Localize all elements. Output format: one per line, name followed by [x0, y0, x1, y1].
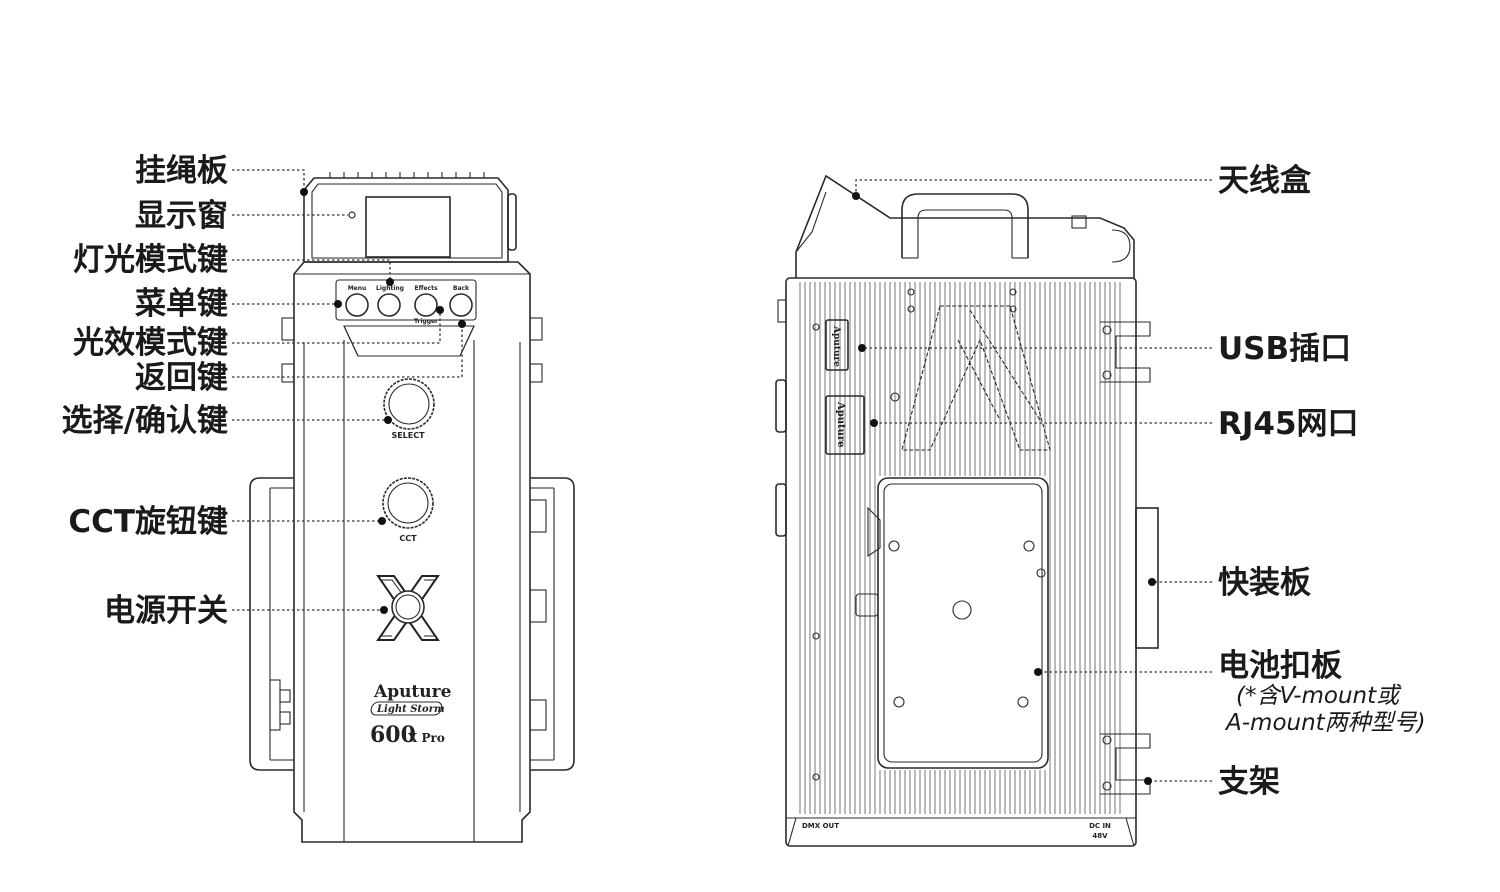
dmx-out-label: DMX OUT [802, 822, 839, 830]
label-effects-mode-key: 光效模式键 [73, 325, 228, 361]
front-model-suffix: X Pro [408, 731, 445, 745]
dc-voltage-label: 48V [1092, 832, 1108, 840]
back-button-label: Back [453, 285, 470, 292]
right-battery-plate [529, 477, 575, 771]
label-lanyard-plate: 挂绳板 [135, 153, 228, 189]
back-brand-lower: Aputure [835, 401, 846, 448]
label-battery-note-1: (*含V-mount或 [1236, 683, 1402, 709]
usb-port-panel [825, 319, 849, 371]
label-select-confirm-key: 选择/确认键 [62, 403, 228, 439]
front-view: Menu Lighting Effects Back Trigger SELEC… [249, 172, 575, 843]
menu-button[interactable] [345, 293, 369, 317]
right-labels: 天线盒 USB插口 RJ45网口 快装板 电池扣板 (*含V-mount或 A-… [1218, 163, 1426, 800]
effects-button[interactable] [414, 293, 438, 317]
trigger-label: Trigger [414, 318, 438, 325]
back-button[interactable] [449, 293, 473, 317]
back-brand-top: Aputure [831, 325, 841, 367]
lighting-button-label: Lighting [376, 285, 404, 292]
front-series: Light Storm [376, 704, 445, 715]
quick-release-plate [1135, 507, 1159, 649]
back-cooling-fins [799, 282, 1121, 814]
effects-button-label: Effects [414, 285, 437, 292]
label-cct-knob-key: CCT旋钮键 [68, 504, 228, 540]
aputure-a-logo [901, 305, 1051, 451]
select-knob[interactable] [383, 378, 435, 430]
label-display-window: 显示窗 [135, 198, 228, 234]
label-battery-plate: 电池扣板 [1218, 648, 1342, 684]
menu-button-label: Menu [348, 285, 367, 292]
leader-lines [232, 169, 1212, 782]
display-screen [365, 196, 451, 258]
label-antenna-box: 天线盒 [1218, 163, 1312, 199]
label-bracket: 支架 [1218, 764, 1280, 800]
bracket [1100, 321, 1151, 795]
power-button[interactable] [391, 590, 425, 624]
cct-knob[interactable] [382, 477, 434, 529]
rj45-port-panel [825, 395, 865, 455]
label-menu-key: 菜单键 [135, 286, 228, 322]
cct-label: CCT [399, 534, 417, 543]
battery-mount-plate [855, 477, 1049, 769]
label-battery-note-2: A-mount两种型号) [1224, 710, 1426, 736]
front-model-number: 600 [370, 722, 416, 748]
label-quick-release-plate: 快装板 [1218, 565, 1311, 601]
back-screws [812, 288, 1017, 781]
label-lighting-mode-key: 灯光模式键 [73, 242, 228, 278]
leader-dots [300, 188, 1156, 785]
label-back-key: 返回键 [135, 360, 228, 396]
carry-handle [901, 193, 1029, 259]
dc-in-label: DC IN [1089, 822, 1111, 830]
label-rj45-port: RJ45网口 [1218, 406, 1359, 442]
left-battery-plate [249, 477, 294, 771]
front-brand: Aputure [373, 682, 452, 702]
left-labels: 挂绳板 显示窗 灯光模式键 菜单键 光效模式键 返回键 选择/确认键 CCT旋钮… [62, 153, 228, 629]
back-view: Aputure Aputure [775, 174, 1159, 847]
top-vent-ticks [329, 172, 485, 178]
lighting-button[interactable] [377, 293, 401, 317]
label-usb-port: USB插口 [1218, 331, 1351, 367]
select-label: SELECT [391, 431, 425, 440]
label-power-switch: 电源开关 [104, 593, 228, 629]
